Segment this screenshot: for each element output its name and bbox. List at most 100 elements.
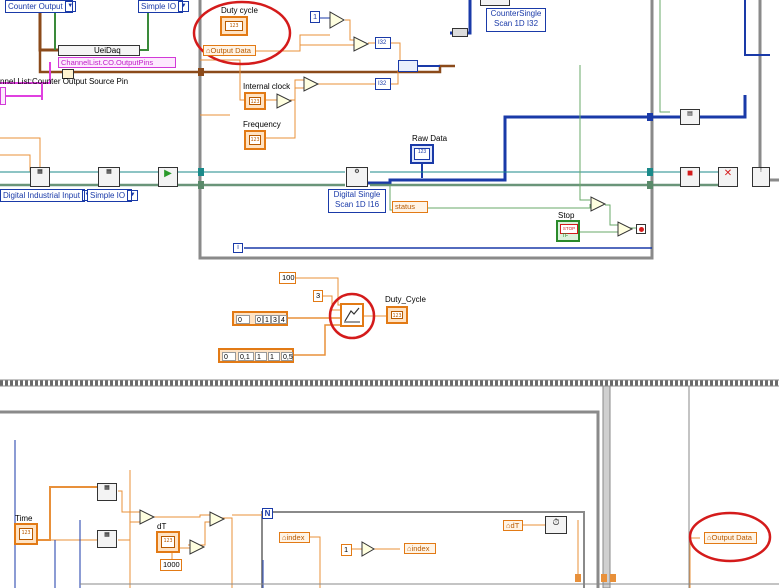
dt-local-variable-label: dT [510,521,520,530]
ramp-icon [344,307,360,323]
array-constant-b[interactable]: 0 0,1 1 1 0,5 [218,348,294,363]
subtract-node [139,509,156,525]
array-tunnel-node[interactable] [452,28,468,37]
multiply-node-bottom [189,539,206,555]
stop-task-vi-icon[interactable]: ■ [680,167,700,187]
digital-industrial-input-ring[interactable]: Digital Industrial Input▼ [0,189,93,202]
clear-task-vi-icon[interactable]: ✕ [718,167,738,187]
for-loop-count-terminal[interactable]: N [262,508,273,519]
add-node [361,541,375,557]
output-data-local-bottom-label: Output Data [711,533,752,542]
array-a-cell-2[interactable]: 3 [271,315,279,324]
wait-timer-icon[interactable]: ⏱ [545,516,567,534]
dt-indicator[interactable]: 123 [156,531,180,553]
daq-vi-icon-2[interactable]: ▦ [98,167,120,187]
tick-count-icon-2[interactable]: ▦ [97,530,117,548]
simple-io-ring-mid[interactable]: Simple IO▼ [87,189,139,202]
ueidaq-label: UeiDaq [94,46,121,55]
stop-label: Stop [558,211,575,220]
constant-1000[interactable]: 1000 [160,559,182,571]
output-data-local-top-label: Output Data [210,46,251,55]
internal-clock-label: Internal clock [243,82,291,91]
chevron-down-icon[interactable]: ▼ [127,190,139,201]
array-a-cell-0[interactable]: 0 [255,315,263,324]
index-local-write[interactable]: ⌂index [404,543,436,554]
constant-one-top[interactable]: 1 [310,11,320,23]
array-constant-a[interactable]: 0 0 1 3 4 [232,311,288,326]
array-b-index[interactable]: 0 [222,352,236,361]
constant-3[interactable]: 3 [313,290,323,302]
duty-cycle-indicator-numeric: 123 [391,311,403,319]
house-icon: ⌂ [707,533,712,542]
frequency-control[interactable]: 123 [244,130,266,150]
dt-local-variable[interactable]: ⌂dT [503,520,523,531]
array-b-cell-2[interactable]: 1 [268,352,280,361]
tf-glyph: TF [562,233,569,239]
counter-output-ring-label: Counter Output [8,2,63,11]
array-b-cell-1[interactable]: 1 [255,352,267,361]
frequency-numeric: 123 [249,135,261,145]
internal-clock-numeric: 123 [249,97,261,105]
property-node-icon [62,69,74,79]
constant-100[interactable]: 100 [279,272,296,284]
source-pin-terminal[interactable] [0,87,6,105]
counter-single-scan-ring[interactable]: CounterSingle Scan 1D I32 [486,8,546,32]
annotation-circle-duty-cycle [192,0,292,66]
house-icon: ⌂ [282,533,287,542]
raw-data-indicator[interactable]: 123 [410,144,434,164]
frequency-label: Frequency [243,120,281,129]
house-icon: ⌂ [506,521,511,530]
chevron-down-icon[interactable]: ▼ [64,1,76,12]
counter-vi-icon[interactable] [480,0,510,6]
output-data-local-bottom[interactable]: ⌂Output Data [704,532,757,544]
digital-single-scan-ring[interactable]: Digital Single Scan 1D I16 [328,189,386,213]
array-a-cell-3[interactable]: 4 [279,315,287,324]
constant-one-bottom[interactable]: 1 [341,544,352,556]
to-i32-node-a[interactable]: I32 [375,37,391,49]
time-numeric: 123 [19,528,33,540]
or-node [590,196,607,212]
index-local-write-label: index [411,544,430,553]
array-b-cell-0[interactable]: 0,1 [238,352,254,361]
stop-if-true-icon [639,227,644,232]
counter-single-line1: CounterSingle [490,9,542,18]
divide-node-bottom [209,511,226,527]
to-i32-node-b[interactable]: I32 [375,78,391,90]
ramp-pattern-vi[interactable] [340,303,364,327]
simple-io-ring-top[interactable]: Simple IO▼ [138,0,190,13]
digital-read-vi-icon[interactable]: ⚙ [346,167,368,187]
array-a-cell-1[interactable]: 1 [263,315,271,324]
daq-vi-icon-1[interactable]: ▦ [30,167,50,187]
while-loop-frame [198,0,654,260]
dt-numeric: 123 [161,536,175,548]
status-unbundle[interactable]: status [392,201,428,213]
internal-clock-control[interactable]: 123 [244,92,266,110]
ueidaq-node[interactable]: UeiDaq [58,45,140,56]
chevron-down-icon[interactable]: ▼ [178,1,190,12]
array-a-index[interactable]: 0 [236,315,250,324]
inner-case-frame [261,511,585,588]
counter-output-ring[interactable]: Counter Output▼ [5,0,76,13]
annotation-circle-ramp [328,292,376,340]
time-indicator[interactable]: 123 [14,523,38,545]
stop-button-control[interactable]: STOP TF [556,220,580,242]
tick-count-icon-1[interactable]: ▦ [97,483,117,501]
array-b-cell-3[interactable]: 0,5 [281,352,293,361]
index-local-read[interactable]: ⌂index [279,532,310,543]
duty-cycle-indicator[interactable]: 123 [386,306,408,324]
or-node-2 [617,221,634,237]
raw-data-numeric: 123 [414,148,430,160]
channel-list-property[interactable]: ChannelList.CO.OutputPins [58,57,176,68]
start-vi-icon[interactable]: ▶ [158,167,178,187]
bundle-vi-icon[interactable]: ▤ [680,109,700,125]
channel-list-property-label: ChannelList.CO.OutputPins [61,58,154,67]
duty-cycle-label: Duty cycle [221,6,258,15]
duty-cycle-control[interactable]: 123 [220,16,248,36]
error-handler-icon[interactable]: ! [752,167,770,187]
stop-glyph: STOP [560,224,578,234]
greater-than-node [329,11,346,29]
loop-condition-terminal[interactable] [636,224,646,234]
output-data-local-top[interactable]: ⌂Output Data [203,45,256,56]
raw-data-label: Raw Data [412,134,448,143]
build-array-node[interactable] [398,60,418,72]
